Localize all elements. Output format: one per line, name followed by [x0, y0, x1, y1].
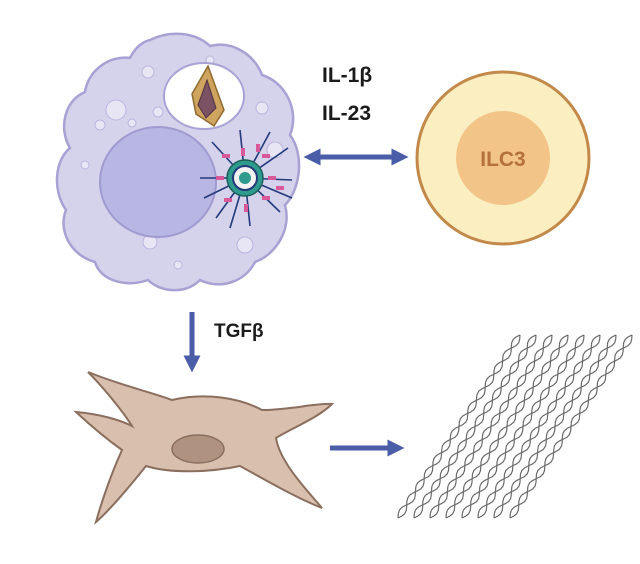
- collagen-strand: [509, 334, 633, 519]
- ilc3-cell-icon: [415, 70, 591, 246]
- label-tgfb: TGFβ: [214, 321, 264, 342]
- fibroblast-nucleus: [171, 434, 225, 464]
- collagen-strand: [445, 334, 569, 519]
- inflammasome-complex-icon: [200, 129, 293, 229]
- label-ilc3: ILC3: [480, 148, 526, 171]
- macrophage-nucleus: [99, 126, 217, 238]
- vesicles: [80, 55, 284, 270]
- collagen-strand: [429, 334, 553, 519]
- collagen-strand: [477, 334, 601, 519]
- collagen-strand: [397, 334, 521, 519]
- label-il23: IL-23: [322, 102, 371, 125]
- collagen-fibers-icon: [397, 334, 633, 519]
- fibroblast-cell-icon: [73, 371, 335, 525]
- macrophage-cell-icon: [55, 32, 301, 292]
- label-il1b: IL-1β: [322, 64, 372, 87]
- collagen-strand: [461, 334, 585, 519]
- collagen-strand: [493, 334, 617, 519]
- collagen-strand: [413, 334, 537, 519]
- phagosome-icon: [163, 62, 245, 130]
